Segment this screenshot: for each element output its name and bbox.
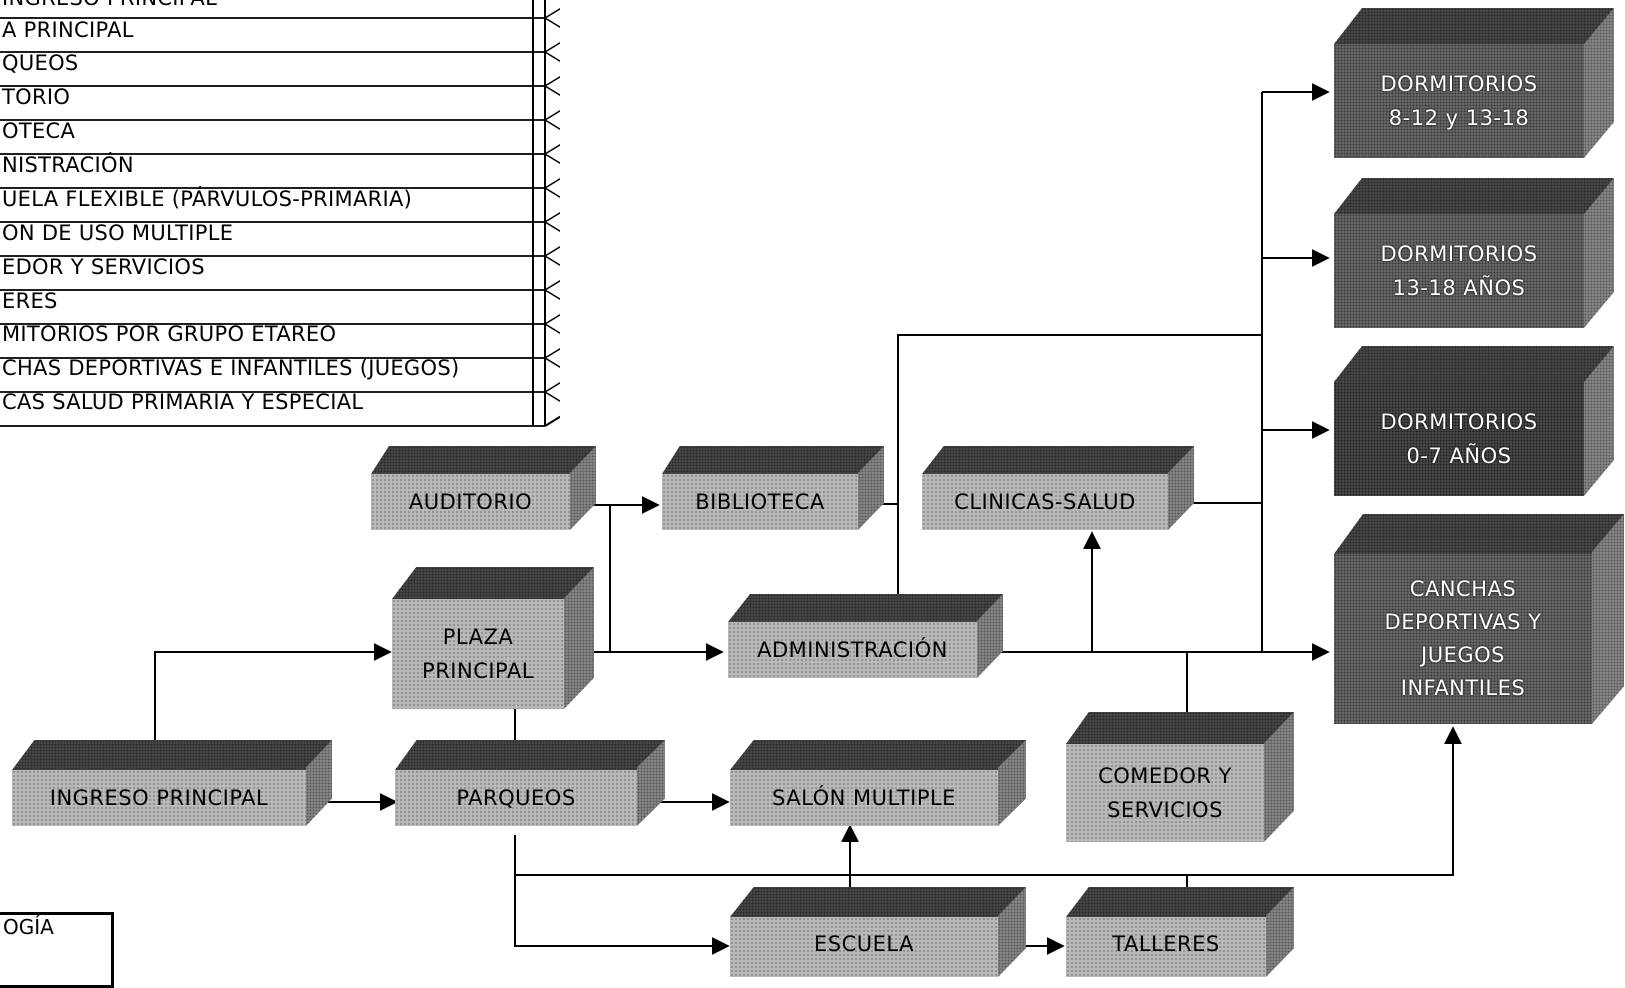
node-salon-multiple: SALÓN MULTIPLE <box>730 740 1026 826</box>
box-top <box>728 594 1003 622</box>
box-face <box>371 474 570 530</box>
matrix-row-label: CAS SALUD PRIMARIA Y ESPECIAL <box>2 390 364 414</box>
matrix-row-label: UELA FLEXIBLE (PÁRVULOS-PRIMARIA) <box>2 187 413 211</box>
node-escuela: ESCUELA <box>730 887 1026 977</box>
box-top <box>1334 346 1614 382</box>
matrix-row-label: MITORIOS POR GRUPO ETAREO <box>2 322 337 346</box>
box-face <box>1066 744 1264 842</box>
node-label: INGRESO PRINCIPAL <box>49 786 269 810</box>
box-face <box>730 770 998 826</box>
matrix-row-label: ERES <box>2 289 58 313</box>
node-label: TALLERES <box>1112 932 1220 956</box>
matrix-row-label: OTECA <box>2 119 76 143</box>
matrix-row-label: EDOR Y SERVICIOS <box>2 255 205 279</box>
box-face <box>1066 917 1266 977</box>
node-label: BIBLIOTECA <box>695 490 825 514</box>
box-top <box>922 446 1194 474</box>
box-face <box>922 474 1168 530</box>
box-face <box>1334 214 1584 328</box>
box-face <box>12 770 306 826</box>
matrix-row-label: NISTRACIÓN <box>2 153 134 177</box>
box-side <box>1592 514 1624 724</box>
box-top <box>1066 712 1294 744</box>
node-label: SALÓN MULTIPLE <box>772 786 956 810</box>
matrix-row-label: CHAS DEPORTIVAS E INFANTILES (JUEGOS) <box>2 356 460 380</box>
node-ingreso-principal: INGRESO PRINCIPAL <box>12 740 332 826</box>
node-label: CLINICAS-SALUD <box>954 490 1136 514</box>
box-top <box>395 740 665 770</box>
box-face <box>1334 382 1584 496</box>
box-side <box>858 446 884 530</box>
node-administracion: ADMINISTRACIÓN <box>728 594 1003 678</box>
matrix-row-label: ON DE USO MULTIPLE <box>2 221 234 245</box>
matrix-row-label: TORIO <box>2 85 71 109</box>
box-top <box>662 446 884 474</box>
matrix-row-label: INGRESO PRINCIPAL <box>2 0 217 9</box>
legend-title: OGÍA <box>3 915 54 939</box>
node-auditorio: AUDITORIO <box>371 446 596 530</box>
node-label: ESCUELA <box>814 932 914 956</box>
box-top <box>1334 8 1614 44</box>
box-face <box>1334 44 1584 158</box>
node-label: PARQUEOS <box>456 786 576 810</box>
connector <box>515 726 1462 876</box>
node-parqueos: PARQUEOS <box>395 740 665 826</box>
node-biblioteca: BIBLIOTECA <box>662 446 884 530</box>
box-top <box>1066 887 1294 917</box>
connector <box>154 643 392 745</box>
box-face <box>395 770 637 826</box>
box-top <box>1334 178 1614 214</box>
box-face <box>728 622 977 678</box>
matrix-row-label: QUEOS <box>2 51 79 75</box>
box-top <box>371 446 596 474</box>
box-top <box>392 567 594 599</box>
box-top <box>730 740 1026 770</box>
box-face <box>662 474 858 530</box>
box-top <box>12 740 332 770</box>
legend-box: OGÍA <box>0 912 114 988</box>
node-label: ADMINISTRACIÓN <box>757 638 948 662</box>
box-top <box>1334 514 1624 554</box>
connector <box>514 835 730 955</box>
box-face <box>1334 554 1592 724</box>
box-face <box>392 599 564 709</box>
box-face <box>730 917 998 977</box>
node-talleres: TALLERES <box>1066 887 1294 977</box>
box-top <box>730 887 1026 917</box>
matrix-row-label: A PRINCIPAL <box>2 18 134 42</box>
node-clinicas-salud: CLINICAS-SALUD <box>922 446 1194 530</box>
node-label: AUDITORIO <box>408 490 533 514</box>
connector <box>897 334 1262 598</box>
